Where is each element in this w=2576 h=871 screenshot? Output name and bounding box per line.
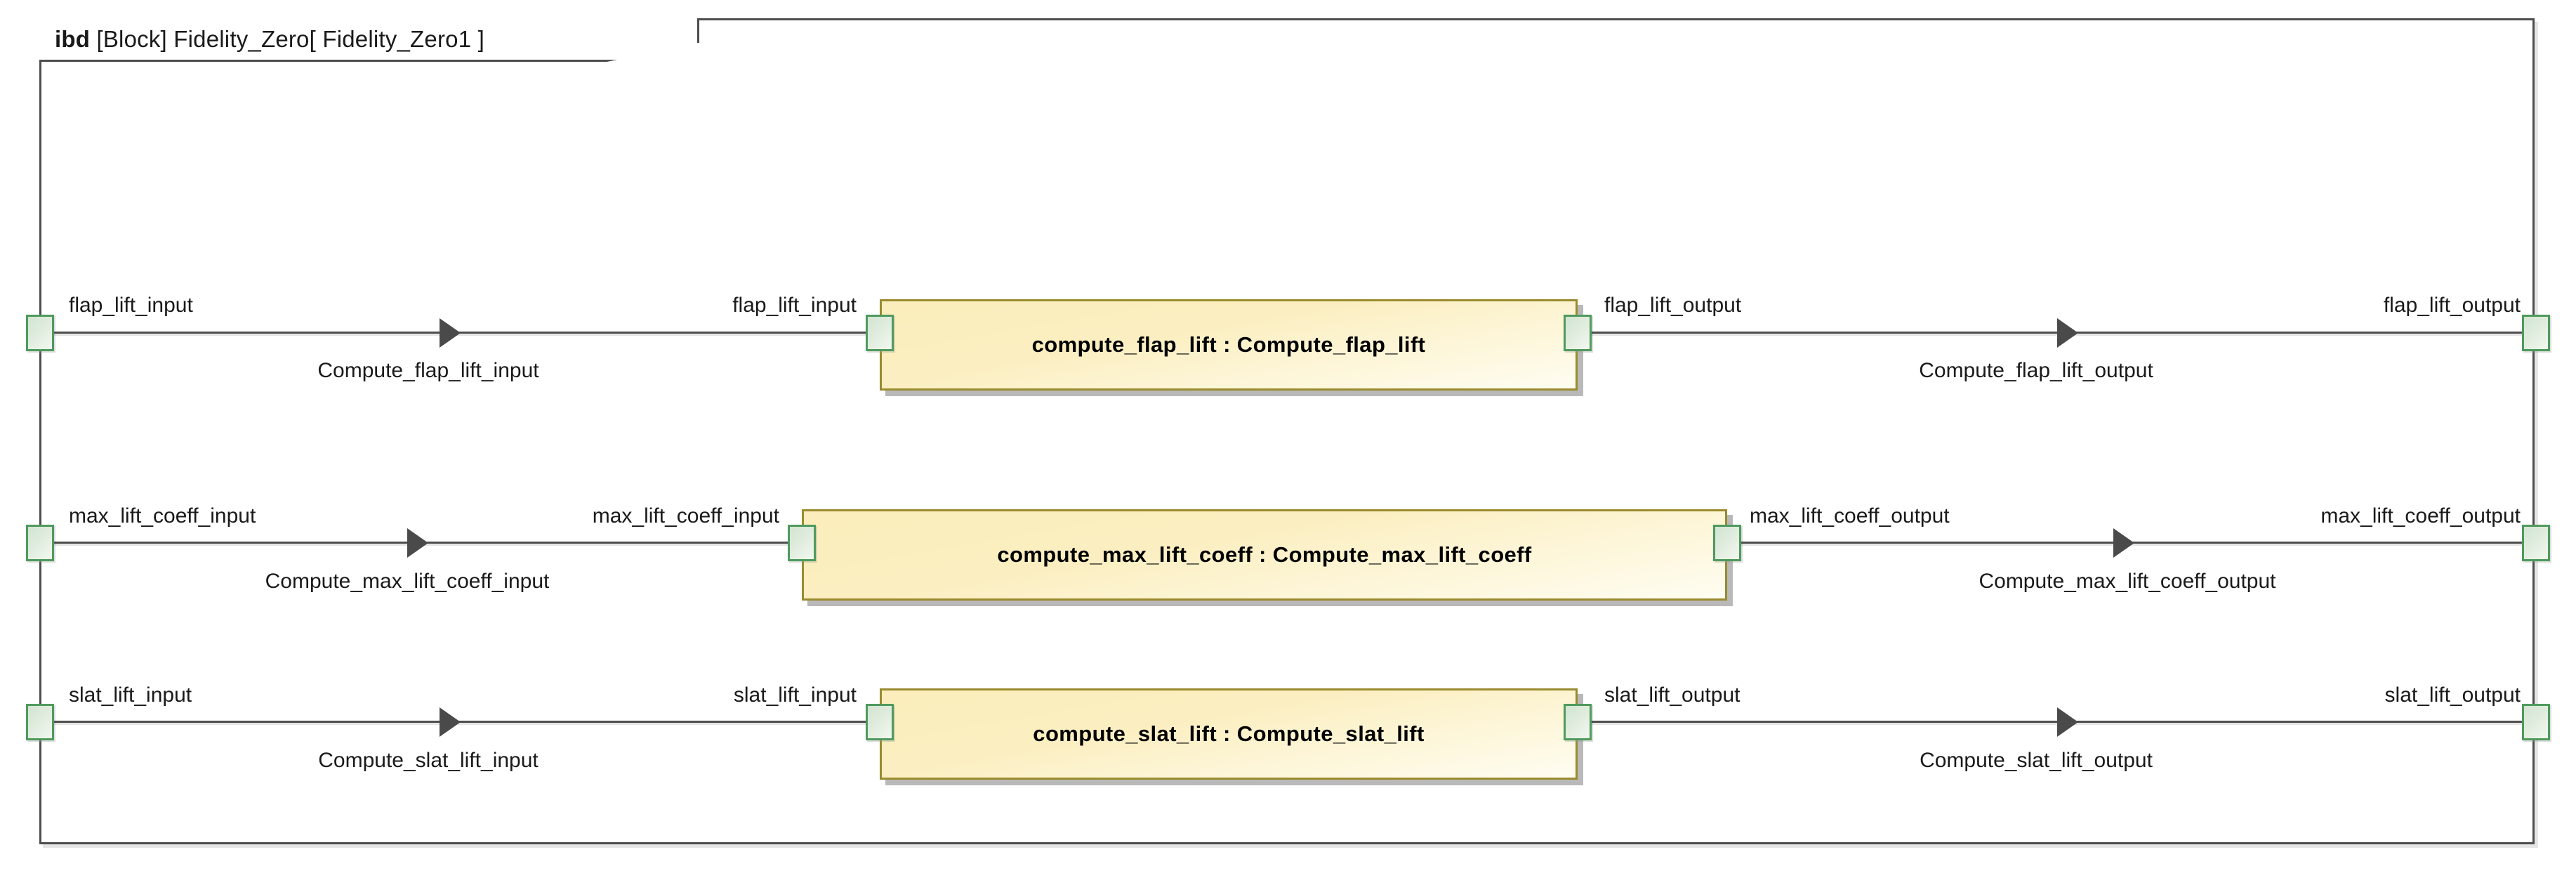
part-port-flap-lift-input-label: flap_lift_input — [732, 294, 857, 317]
connector-arrow-flap-lift-output — [2057, 318, 2078, 348]
boundary-port-flap-lift-output-label: flap_lift_output — [2383, 294, 2521, 317]
connector-compute-flap-lift-output-label: Compute_flap_lift_output — [1919, 359, 2153, 382]
boundary-port-slat-lift-output-label: slat_lift_output — [2384, 683, 2521, 707]
part-port-flap-lift-output[interactable] — [1564, 315, 1592, 351]
part-port-flap-lift-input[interactable] — [866, 315, 894, 351]
connector-compute-slat-lift-output-label: Compute_slat_lift_output — [1920, 749, 2153, 772]
connector-arrow-slat-lift-output — [2057, 707, 2078, 737]
connector-arrow-max-lift-coeff-input — [407, 528, 428, 558]
boundary-port-max-lift-coeff-input[interactable] — [26, 525, 54, 561]
part-compute-flap-lift-label: compute_flap_lift : Compute_flap_lift — [1031, 332, 1426, 357]
diagram-title-text: ibd [Block] Fidelity_Zero[ Fidelity_Zero… — [55, 26, 484, 53]
connector-compute-max-lift-coeff-input-label: Compute_max_lift_coeff_input — [265, 570, 550, 593]
part-port-slat-lift-input-label: slat_lift_input — [733, 683, 857, 707]
connector-compute-max-lift-coeff-output-label: Compute_max_lift_coeff_output — [1979, 570, 2276, 593]
diagram-block-name: Fidelity_Zero — [173, 25, 310, 52]
boundary-port-max-lift-coeff-output-label: max_lift_coeff_output — [2320, 504, 2521, 528]
boundary-port-slat-lift-output[interactable] — [2522, 704, 2550, 740]
connector-compute-slat-lift-input[interactable] — [54, 721, 872, 723]
connector-arrow-flap-lift-input — [440, 318, 461, 348]
part-compute-slat-lift-label: compute_slat_lift : Compute_slat_lift — [1033, 721, 1425, 746]
connector-arrow-max-lift-coeff-output — [2113, 528, 2134, 558]
boundary-port-flap-lift-input-label: flap_lift_input — [69, 294, 193, 317]
boundary-port-flap-lift-input[interactable] — [26, 315, 54, 351]
part-port-slat-lift-output[interactable] — [1564, 704, 1592, 740]
part-port-slat-lift-output-label: slat_lift_output — [1604, 683, 1741, 707]
connector-compute-flap-lift-input-label: Compute_flap_lift_input — [317, 359, 539, 382]
part-compute-max-lift-coeff-label: compute_max_lift_coeff : Compute_max_lif… — [997, 542, 1532, 567]
connector-compute-max-lift-coeff-output[interactable] — [1741, 542, 2536, 544]
diagram-kind-label: ibd — [55, 25, 91, 52]
boundary-port-slat-lift-input-label: slat_lift_input — [69, 683, 192, 707]
part-port-max-lift-coeff-output-label: max_lift_coeff_output — [1750, 504, 1950, 528]
part-port-max-lift-coeff-input-label: max_lift_coeff_input — [592, 504, 779, 528]
part-port-slat-lift-input[interactable] — [866, 704, 894, 740]
part-compute-max-lift-coeff[interactable]: compute_max_lift_coeff : Compute_max_lif… — [802, 509, 1727, 601]
diagram-stereotype-label: [Block] — [96, 25, 167, 52]
part-port-max-lift-coeff-input[interactable] — [788, 525, 816, 561]
boundary-port-slat-lift-input[interactable] — [26, 704, 54, 740]
diagram-view-name: [ Fidelity_Zero1 ] — [309, 25, 484, 52]
part-port-max-lift-coeff-output[interactable] — [1713, 525, 1741, 561]
connector-arrow-slat-lift-input — [440, 707, 461, 737]
connector-compute-flap-lift-input[interactable] — [54, 332, 872, 334]
diagram-title-tab: ibd [Block] Fidelity_Zero[ Fidelity_Zero… — [39, 18, 699, 62]
boundary-port-flap-lift-output[interactable] — [2522, 315, 2550, 351]
boundary-port-max-lift-coeff-input-label: max_lift_coeff_input — [69, 504, 256, 528]
part-compute-slat-lift[interactable]: compute_slat_lift : Compute_slat_lift — [880, 688, 1578, 780]
connector-compute-slat-lift-input-label: Compute_slat_lift_input — [318, 749, 539, 772]
part-port-flap-lift-output-label: flap_lift_output — [1604, 294, 1742, 317]
part-compute-flap-lift[interactable]: compute_flap_lift : Compute_flap_lift — [880, 299, 1578, 391]
boundary-port-max-lift-coeff-output[interactable] — [2522, 525, 2550, 561]
